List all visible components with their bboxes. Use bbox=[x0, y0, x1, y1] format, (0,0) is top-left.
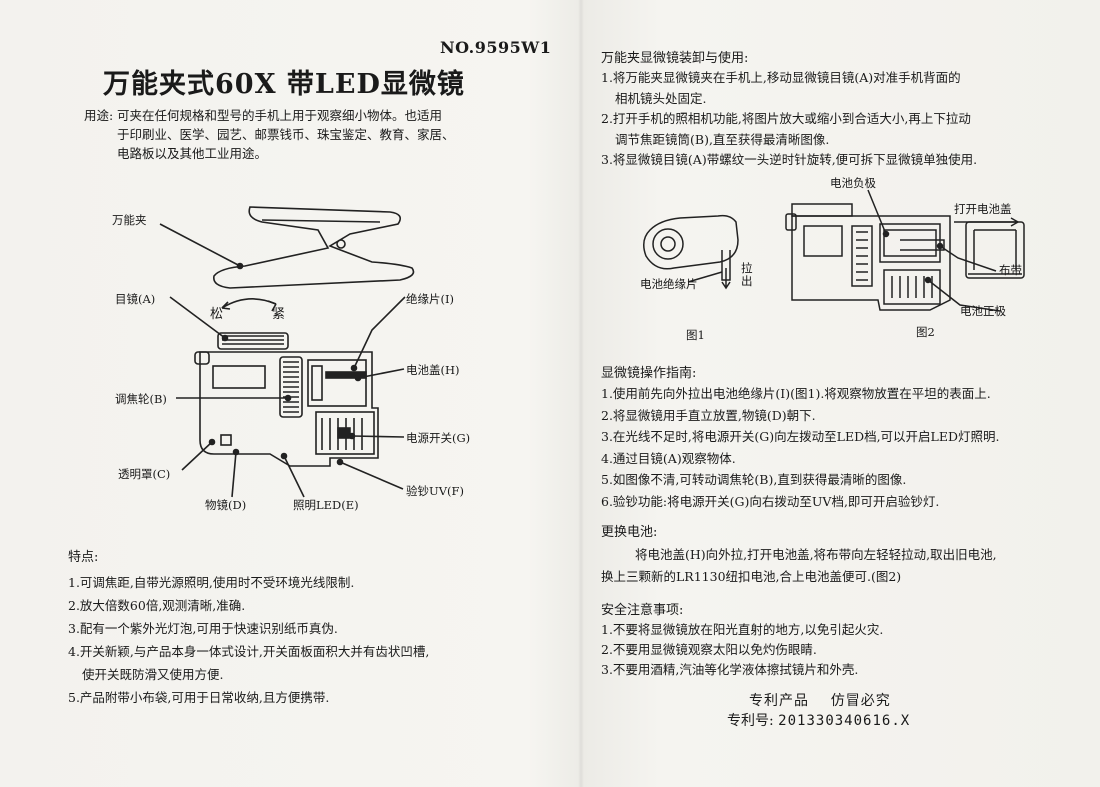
purpose-line: 可夹在任何规格和型号的手机上用于观察细小物体。也适用 bbox=[117, 108, 443, 123]
model-number: NO.9595W1 bbox=[440, 38, 552, 57]
safety-item: 2.不要用显微镜观察太阳以免灼伤眼睛. bbox=[601, 642, 817, 657]
operation-item: 4.通过目镜(A)观察物体. bbox=[601, 450, 736, 466]
battery-line: 将电池盖(H)向外拉,打开电池盖,将布带向左轻轻拉动,取出旧电池, bbox=[635, 547, 997, 562]
safety-item: 3.不要用酒精,汽油等化学液体擦拭镜片和外壳. bbox=[601, 662, 859, 677]
label-loose: 松 bbox=[210, 307, 224, 322]
label-battery-cover: 电池盖(H) bbox=[406, 363, 460, 377]
label-open-cover: 打开电池盖 bbox=[954, 202, 1012, 216]
operation-section: 显微镜操作指南: 1.使用前先向外拉出电池绝缘片(I)(图1).将观察物放置在平… bbox=[601, 362, 999, 512]
assembly-item: 2.打开手机的照相机功能,将图片放大或缩小到合适大小,再上下拉动 bbox=[601, 111, 971, 126]
battery-line: 换上三颗新的LR1130纽扣电池,合上电池盖便可.(图2) bbox=[601, 569, 902, 584]
purpose-label: 用途: bbox=[84, 108, 114, 123]
feature-item: 1.可调焦距,自带光源照明,使用时不受环境光线限制. bbox=[68, 575, 355, 590]
operation-item: 6.验钞功能:将电源开关(G)向右拨动至UV档,即可开启验钞灯. bbox=[601, 493, 940, 509]
label-insulator: 绝缘片(I) bbox=[406, 292, 455, 306]
operation-item: 3.在光线不足时,将电源开关(G)向左拨动至LED档,可以开启LED灯照明. bbox=[601, 429, 1000, 444]
feature-item: 5.产品附带小布袋,可用于日常收纳,且方便携带. bbox=[68, 690, 330, 705]
label-led: 照明LED(E) bbox=[293, 498, 359, 512]
label-battery-insulator: 电池绝缘片 bbox=[640, 277, 698, 291]
label-power-switch: 电源开关(G) bbox=[406, 431, 471, 445]
purpose-line: 电路板以及其他工业用途。 bbox=[117, 146, 268, 161]
assembly-item: 调节焦距镜筒(B),直至获得最清晰图像. bbox=[615, 131, 830, 147]
purpose-section: 用途: 可夹在任何规格和型号的手机上用于观察细小物体。也适用 于印刷业、医学、园… bbox=[84, 106, 554, 163]
label-uv: 验钞UV(F) bbox=[406, 484, 464, 498]
purpose-line: 于印刷业、医学、园艺、邮票钱币、珠宝鉴定、教育、家居、 bbox=[117, 127, 455, 142]
patent-number-line: 专利号: 201330340616.X bbox=[727, 710, 910, 730]
battery-heading: 更换电池: bbox=[601, 525, 658, 540]
feature-item: 3.配有一个紫外光灯泡,可用于快速识别纸币真伪. bbox=[68, 621, 338, 636]
battery-section: 更换电池: 将电池盖(H)向外拉,打开电池盖,将布带向左轻轻拉动,取出旧电池, … bbox=[601, 522, 1071, 588]
label-battery-positive: 电池正极 bbox=[960, 304, 1006, 318]
label-tight: 紧 bbox=[272, 307, 286, 322]
label-clip: 万能夹 bbox=[112, 213, 147, 227]
operation-item: 5.如图像不清,可转动调焦轮(B),直到获得最清晰的图像. bbox=[601, 472, 907, 487]
assembly-heading: 万能夹显微镜装卸与使用: bbox=[601, 51, 749, 66]
features-heading: 特点: bbox=[68, 550, 99, 565]
patent-notice: 专利产品 仿冒必究 bbox=[749, 693, 891, 709]
feature-item: 使开关既防滑又使用方便. bbox=[82, 667, 224, 682]
label-objective: 物镜(D) bbox=[205, 498, 247, 512]
assembly-item: 1.将万能夹显微镜夹在手机上,移动显微镜目镜(A)对准手机背面的 bbox=[601, 70, 961, 85]
figure-2-caption: 图2 bbox=[916, 325, 935, 339]
operation-item: 2.将显微镜用手直立放置,物镜(D)朝下. bbox=[601, 407, 816, 423]
feature-item: 2.放大倍数60倍,观测清晰,准确. bbox=[68, 598, 246, 613]
safety-item: 1.不要将显微镜放在阳光直射的地方,以免引起火灾. bbox=[601, 622, 884, 637]
label-eyepiece: 目镜(A) bbox=[115, 292, 156, 306]
assembly-item: 3.将显微镜目镜(A)带螺纹一头逆时针旋转,便可拆下显微镜单独使用. bbox=[601, 152, 978, 167]
page-fold bbox=[578, 0, 584, 787]
operation-item: 1.使用前先向外拉出电池绝缘片(I)(图1).将观察物放置在平坦的表面上. bbox=[601, 386, 991, 401]
safety-section: 安全注意事项: 1.不要将显微镜放在阳光直射的地方,以免引起火灾. 2.不要用显… bbox=[601, 599, 883, 680]
label-transparent-cover: 透明罩(C) bbox=[118, 467, 171, 481]
label-pull-out: 拉出 bbox=[741, 261, 753, 288]
label-focus-wheel: 调焦轮(B) bbox=[115, 392, 167, 406]
safety-heading: 安全注意事项: bbox=[601, 603, 684, 618]
figure-1-caption: 图1 bbox=[686, 328, 705, 342]
features-section: 特点: 1.可调焦距,自带光源照明,使用时不受环境光线限制. 2.放大倍数60倍… bbox=[68, 546, 429, 709]
patent-label: 专利号: bbox=[727, 713, 774, 729]
page-title: 万能夹式60X 带LED显微镜 bbox=[103, 69, 465, 100]
feature-item: 4.开关新颖,与产品本身一体式设计,开关面板面积大并有齿状凹槽, bbox=[68, 644, 430, 659]
label-battery-negative: 电池负极 bbox=[830, 176, 876, 190]
label-cloth-strap: 布带 bbox=[999, 263, 1022, 277]
patent-number: 201330340616.X bbox=[778, 713, 911, 729]
operation-heading: 显微镜操作指南: bbox=[601, 366, 697, 381]
assembly-item: 相机镜头处固定. bbox=[615, 90, 707, 106]
assembly-section: 万能夹显微镜装卸与使用: 1.将万能夹显微镜夹在手机上,移动显微镜目镜(A)对准… bbox=[601, 47, 977, 171]
